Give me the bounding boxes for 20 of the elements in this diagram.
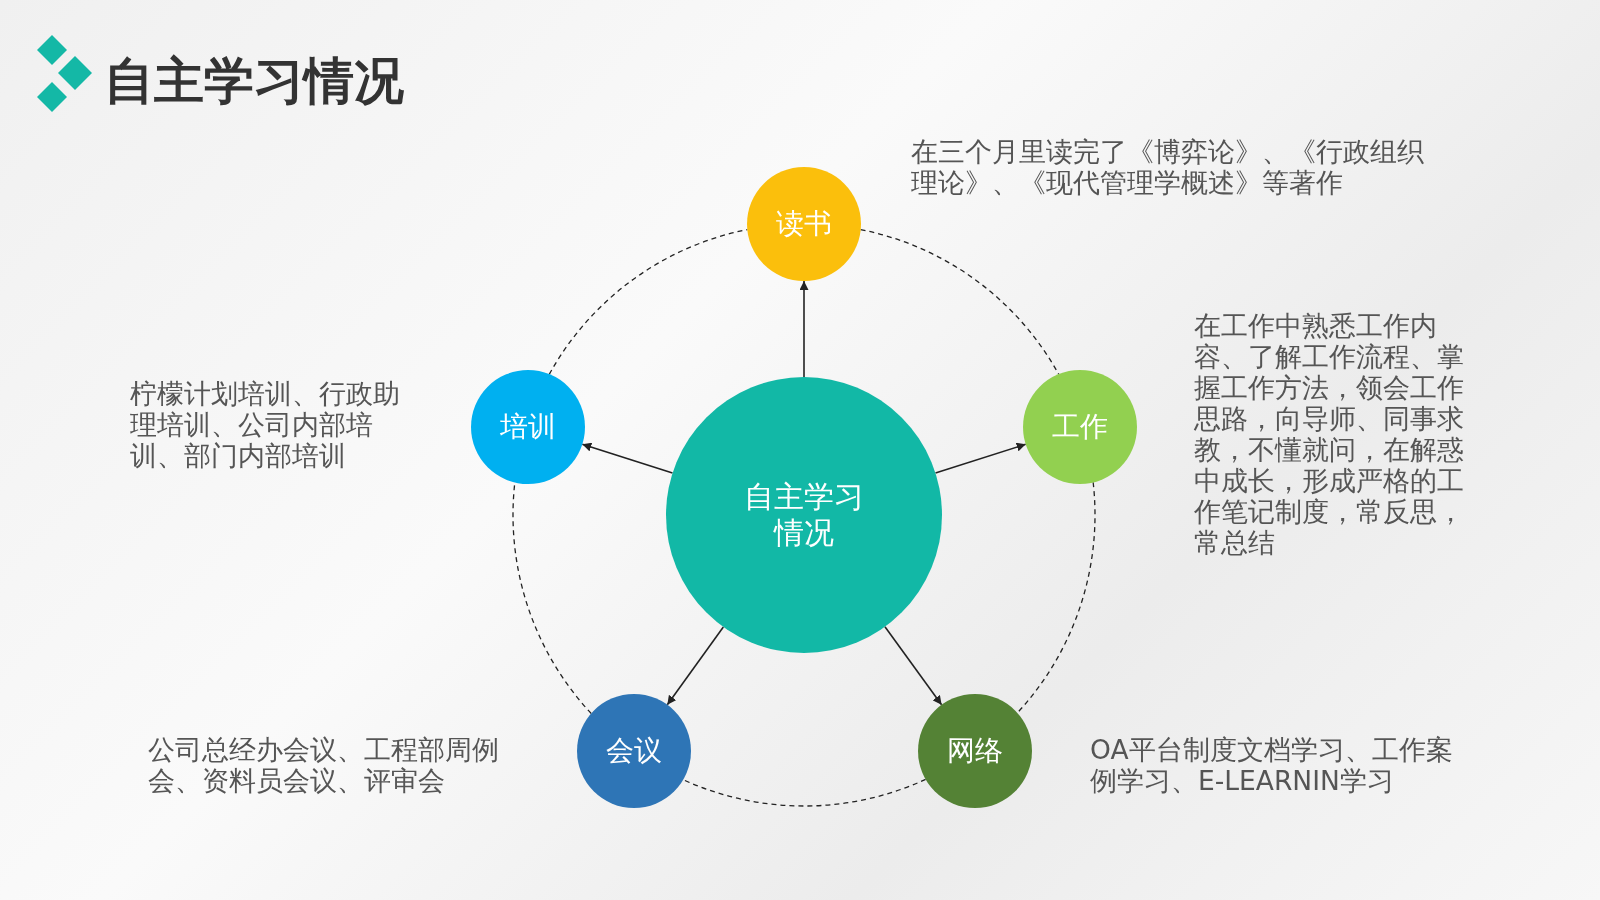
topic-label: 读书 xyxy=(776,206,832,242)
arrow xyxy=(666,626,725,706)
slide-title: 自主学习情况 xyxy=(104,51,404,112)
center-label: 自主学习情况 xyxy=(743,479,865,551)
topic-label: 网络 xyxy=(947,733,1003,769)
arrow xyxy=(884,625,943,706)
topic-label: 会议 xyxy=(606,733,662,769)
topic-label: 培训 xyxy=(500,409,556,445)
description-text: 柠檬计划培训、行政助理培训、公司内部培训、部门内部培训 xyxy=(130,378,401,471)
dashed-arc xyxy=(682,778,927,807)
description-text: 在三个月里读完了《博弈论》、《行政组织理论》、《现代管理学概述》等著作 xyxy=(911,136,1425,198)
description-text: 公司总经办会议、工程部周例会、资料员会议、评审会 xyxy=(148,734,500,796)
dashed-arc xyxy=(1016,481,1096,714)
description-text: 在工作中熟悉工作内容、了解工作流程、掌握工作方法，领会工作思路，向导师、同事求教，不懂就问，在解惑中成长，形成严格的工作笔记制度，常反思，常总结 xyxy=(1194,310,1465,558)
arrow xyxy=(581,442,674,474)
dashed-arc xyxy=(860,228,1060,375)
description-text: OA平台制度文档学习、工作案例学习、E-LEARNIN学习 xyxy=(1090,734,1454,796)
arrow xyxy=(799,280,809,378)
topic-label: 工作 xyxy=(1052,409,1108,445)
arrow xyxy=(934,442,1027,474)
